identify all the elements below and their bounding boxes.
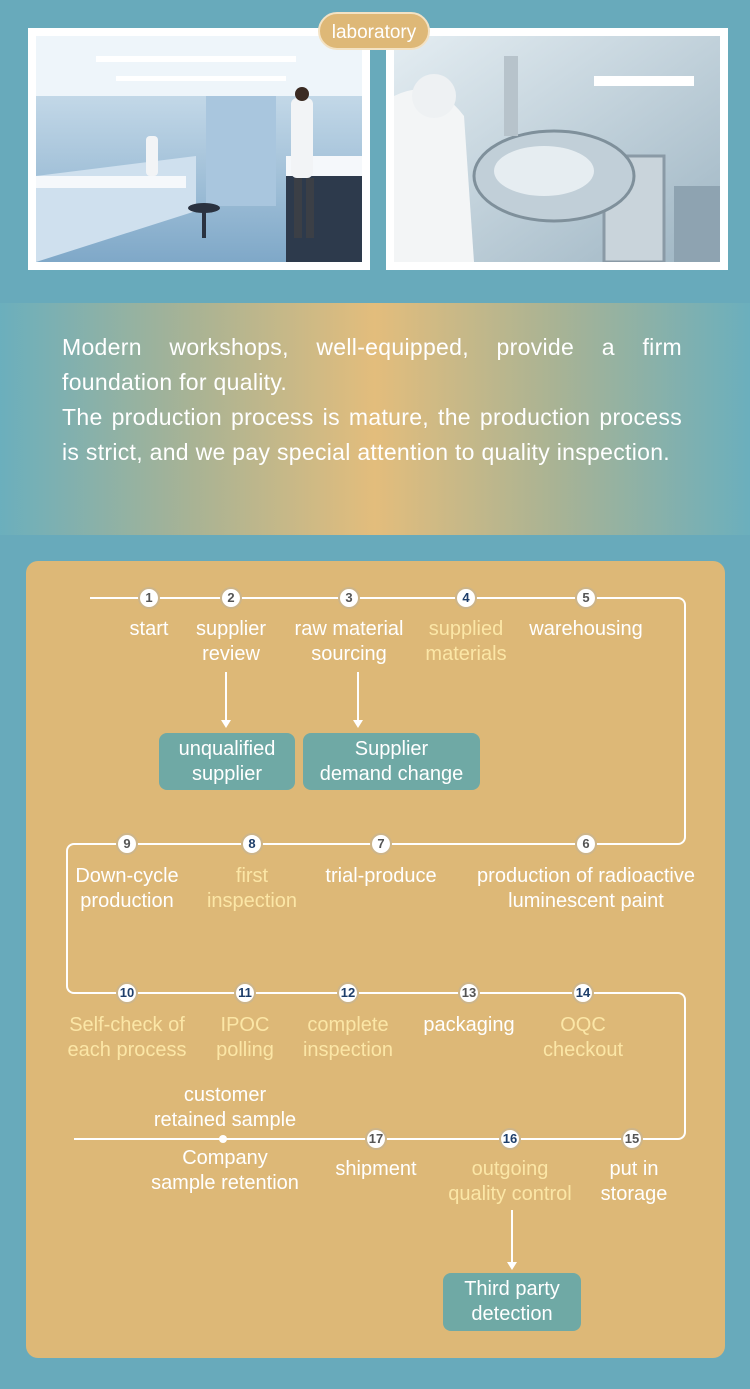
step-node-5: 5 — [575, 587, 597, 609]
branch-line-unqualified — [225, 672, 227, 722]
step-label-outgoing-quality-control: outgoing quality control — [448, 1158, 572, 1205]
description-paragraph-1: Modern workshops, well-equipped, provide… — [62, 334, 682, 395]
production-equipment-image — [394, 36, 720, 262]
step-node-6: 6 — [575, 833, 597, 855]
step-label-ipoc-polling: IPOC polling — [216, 1014, 274, 1061]
lab-photo-left — [28, 28, 370, 270]
step-node-4: 4 — [455, 587, 477, 609]
step-label-warehousing: warehousing — [529, 618, 643, 640]
flow-connector-right-1 — [670, 597, 686, 845]
description-text: Modern workshops, well-equipped, provide… — [62, 330, 682, 470]
branch-line-third-party — [511, 1210, 513, 1264]
customer-retained-sample-label: customer retained sample — [153, 1084, 297, 1131]
step-label-put-in-storage: put in storage — [600, 1158, 668, 1205]
third-party-detection-box: Third party detection — [443, 1273, 581, 1331]
retention-point — [219, 1135, 227, 1143]
flow-line-row-1 — [90, 597, 676, 599]
step-label-supplier-review: supplier review — [195, 618, 267, 665]
step-node-10: 10 — [116, 982, 138, 1004]
lab-interior-image — [36, 36, 362, 262]
branch-line-demand-change — [357, 672, 359, 722]
step-label-oqc-checkout: OQC checkout — [542, 1014, 624, 1061]
step-label-trial-produce: trial-produce — [325, 865, 437, 887]
flow-connector-left — [66, 843, 82, 994]
step-node-15: 15 — [621, 1128, 643, 1150]
step-node-12: 12 — [337, 982, 359, 1004]
unqualified-supplier-box: unqualified supplier — [159, 733, 295, 790]
step-label-radioactive-paint: production of radioactive luminescent pa… — [477, 865, 695, 912]
step-node-3: 3 — [338, 587, 360, 609]
laboratory-badge: laboratory — [318, 12, 430, 50]
step-node-16: 16 — [499, 1128, 521, 1150]
arrow-down-icon — [221, 720, 231, 728]
step-label-start: start — [129, 618, 169, 640]
step-node-7: 7 — [370, 833, 392, 855]
step-node-14: 14 — [572, 982, 594, 1004]
flow-connector-right-2 — [670, 992, 686, 1140]
step-label-self-check: Self-check of each process — [67, 1014, 187, 1061]
arrow-down-icon — [507, 1262, 517, 1270]
supplier-demand-change-box: Supplier demand change — [303, 733, 480, 790]
step-label-packaging: packaging — [423, 1014, 515, 1036]
step-node-13: 13 — [458, 982, 480, 1004]
step-label-raw-material-sourcing: raw material sourcing — [294, 618, 404, 665]
step-label-first-inspection: first inspection — [206, 865, 298, 912]
arrow-down-icon — [353, 720, 363, 728]
step-label-down-cycle-production: Down-cycle production — [75, 865, 179, 912]
lab-photo-right — [386, 28, 728, 270]
step-node-11: 11 — [234, 982, 256, 1004]
step-node-1: 1 — [138, 587, 160, 609]
step-label-complete-inspection: complete inspection — [302, 1014, 394, 1061]
step-node-8: 8 — [241, 833, 263, 855]
flow-line-row-3 — [76, 992, 676, 994]
company-sample-retention-label: Company sample retention — [151, 1147, 299, 1194]
step-node-17: 17 — [365, 1128, 387, 1150]
step-node-9: 9 — [116, 833, 138, 855]
process-flow-panel — [26, 561, 725, 1358]
step-node-2: 2 — [220, 587, 242, 609]
description-paragraph-2: The production process is mature, the pr… — [62, 404, 682, 465]
description-band — [0, 303, 750, 535]
step-label-supplied-materials: supplied materials — [425, 618, 507, 665]
step-label-shipment: shipment — [335, 1158, 417, 1180]
